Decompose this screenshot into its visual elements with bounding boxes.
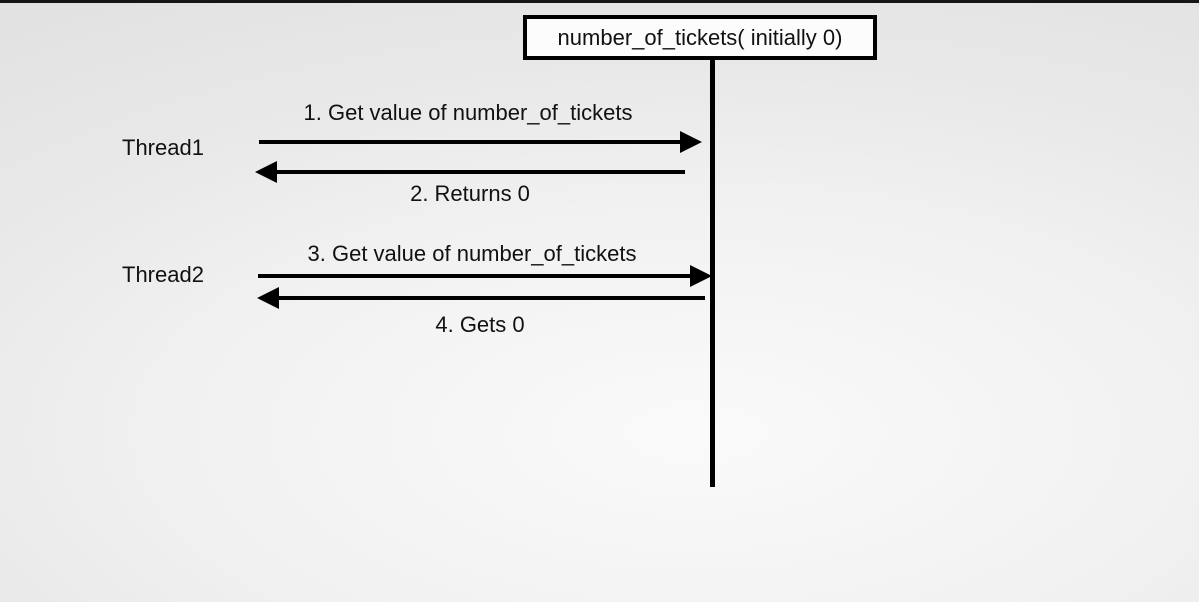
message-1-label: 1. Get value of number_of_tickets [303, 100, 633, 125]
message-3-label: 3. Get value of number_of_tickets [307, 241, 637, 266]
object-lifeline-header-box: number_of_tickets( initially 0) [523, 15, 877, 60]
object-label: number_of_tickets( initially 0) [557, 24, 843, 50]
arrow-shaft [258, 274, 690, 278]
thread1-label: Thread1 [122, 135, 204, 160]
arrowhead-right-icon [690, 265, 712, 287]
message-4-label: 4. Gets 0 [435, 312, 525, 337]
object-lifeline [710, 59, 715, 487]
message-1-arrow-right [259, 131, 702, 153]
arrow-shaft [279, 296, 705, 300]
message-2-arrow-left [255, 161, 685, 183]
arrowhead-left-icon [255, 161, 277, 183]
message-3-arrow-right [258, 265, 712, 287]
arrowhead-right-icon [680, 131, 702, 153]
arrowhead-left-icon [257, 287, 279, 309]
arrow-shaft [277, 170, 685, 174]
thread2-label: Thread2 [122, 262, 204, 287]
message-2-label: 2. Returns 0 [410, 181, 530, 206]
arrow-shaft [259, 140, 680, 144]
top-border-bar [0, 0, 1199, 3]
message-4-arrow-left [257, 287, 705, 309]
